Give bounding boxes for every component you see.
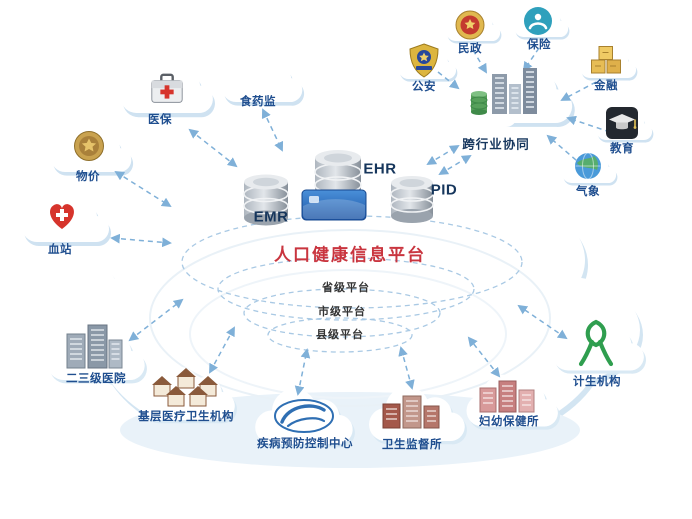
emr-database-icon	[243, 174, 289, 226]
city-buildings-icon	[468, 60, 540, 120]
blood-station-icon	[42, 196, 82, 236]
node-label-yibao: 医保	[148, 114, 172, 126]
insurance-icon	[521, 4, 555, 38]
cross-industry-label: 跨行业协同	[462, 137, 530, 152]
ehr-label: EHR	[363, 160, 397, 178]
medical-kit-icon	[148, 72, 186, 106]
node-label-jiaoyu: 教育	[610, 143, 634, 155]
node-label-fuyou: 妇幼保健所	[479, 416, 539, 428]
node-label-wujia: 物价	[76, 171, 100, 183]
node-label-shiyaojian: 食药监	[240, 96, 276, 108]
maternal-child-icon	[476, 374, 540, 416]
weather-globe-icon	[572, 150, 604, 182]
civil-affairs-icon	[453, 8, 487, 42]
node-label-hospitals: 二三级医院	[66, 373, 126, 385]
police-badge-icon	[407, 42, 441, 80]
node-label-cdc: 疾病预防控制中心	[257, 438, 353, 450]
finance-icon	[589, 42, 623, 76]
ehr-database-icon	[314, 150, 362, 207]
node-label-minzheng: 民政	[458, 43, 482, 55]
health-card-icon	[301, 189, 367, 221]
node-label-jinrong: 金融	[594, 80, 618, 92]
cdc-logo-icon	[272, 396, 336, 436]
node-label-weijian: 卫生监督所	[382, 439, 442, 451]
node-label-jiceng: 基层医疗卫生机构	[138, 411, 234, 423]
level-label-province: 省级平台	[322, 282, 370, 294]
education-icon	[605, 106, 639, 140]
family-planning-icon	[572, 318, 620, 370]
health-inspection-icon	[379, 388, 445, 432]
node-label-baoxian: 保险	[527, 39, 551, 51]
node-label-jisheng: 计生机构	[573, 376, 621, 388]
node-label-qixiang: 气象	[576, 186, 600, 198]
level-label-county: 县级平台	[316, 329, 364, 341]
node-label-xuezhan: 血站	[48, 244, 72, 256]
platform-title: 人口健康信息平台	[274, 245, 426, 265]
price-emblem-icon	[70, 127, 108, 165]
emr-label: EMR	[253, 208, 289, 226]
node-label-gongan: 公安	[412, 81, 436, 93]
connection-arrows	[110, 47, 611, 396]
pid-database-icon	[390, 176, 434, 223]
pid-label: PID	[430, 181, 458, 199]
community-clinics-icon	[150, 364, 220, 408]
level-label-city: 市级平台	[318, 306, 366, 318]
hospital-buildings-icon	[62, 320, 126, 372]
